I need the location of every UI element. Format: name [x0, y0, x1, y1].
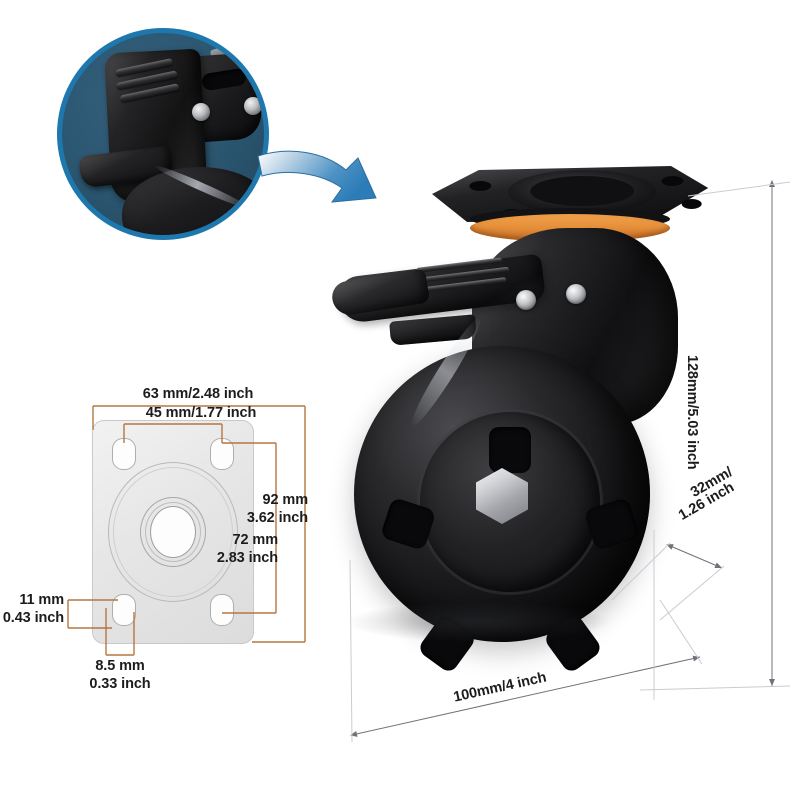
inset-rivet-right: [244, 97, 262, 115]
caster-wheel-photo: [329, 150, 730, 720]
brake-detail-inset: [57, 28, 269, 240]
plate-ring-outer: [108, 462, 238, 602]
wheel-ground-shadow: [348, 602, 608, 642]
inset-rivet-left: [192, 103, 210, 121]
plate-ring-outer-2: [113, 467, 233, 597]
dim-slot-width-inch: 0.33 inch: [89, 676, 151, 692]
plate-slot-top-left: [112, 438, 136, 470]
plate-slot-top-right: [210, 438, 234, 470]
plate-ring-inner-2: [145, 502, 201, 562]
plate-slot-bottom-right: [210, 594, 234, 626]
dim-bolt-hole-spacing-width: 45 mm/1.77 inch: [145, 405, 257, 421]
dim-overall-height: 128mm/5.03 inch: [684, 355, 700, 470]
dim-slot-width: 8.5 mm: [95, 658, 145, 674]
pointer-arrow: [256, 140, 382, 230]
mounting-plate-top-view: [92, 420, 254, 644]
dim-slot-length: 11 mm: [19, 592, 64, 608]
dim-plate-length-inch: 3.62 inch: [246, 510, 308, 526]
rivet-front: [516, 290, 536, 310]
plate-center-hole: [150, 506, 196, 558]
dim-slot-length-inch: 0.43 inch: [2, 610, 64, 626]
plate-ring-inner: [140, 497, 206, 567]
dim-plate-length: 92 mm: [262, 492, 309, 508]
mounting-plate: [419, 164, 711, 226]
dim-plate-width: 63 mm/2.48 inch: [142, 386, 254, 402]
dim-bolt-hole-spacing-length-inch: 2.83 inch: [216, 550, 278, 566]
dim-bolt-hole-spacing-length: 72 mm: [232, 532, 279, 548]
rivet-rear: [566, 284, 586, 304]
plate-slot-bottom-left: [112, 594, 136, 626]
brake-detail-inset-inner: [62, 33, 264, 235]
